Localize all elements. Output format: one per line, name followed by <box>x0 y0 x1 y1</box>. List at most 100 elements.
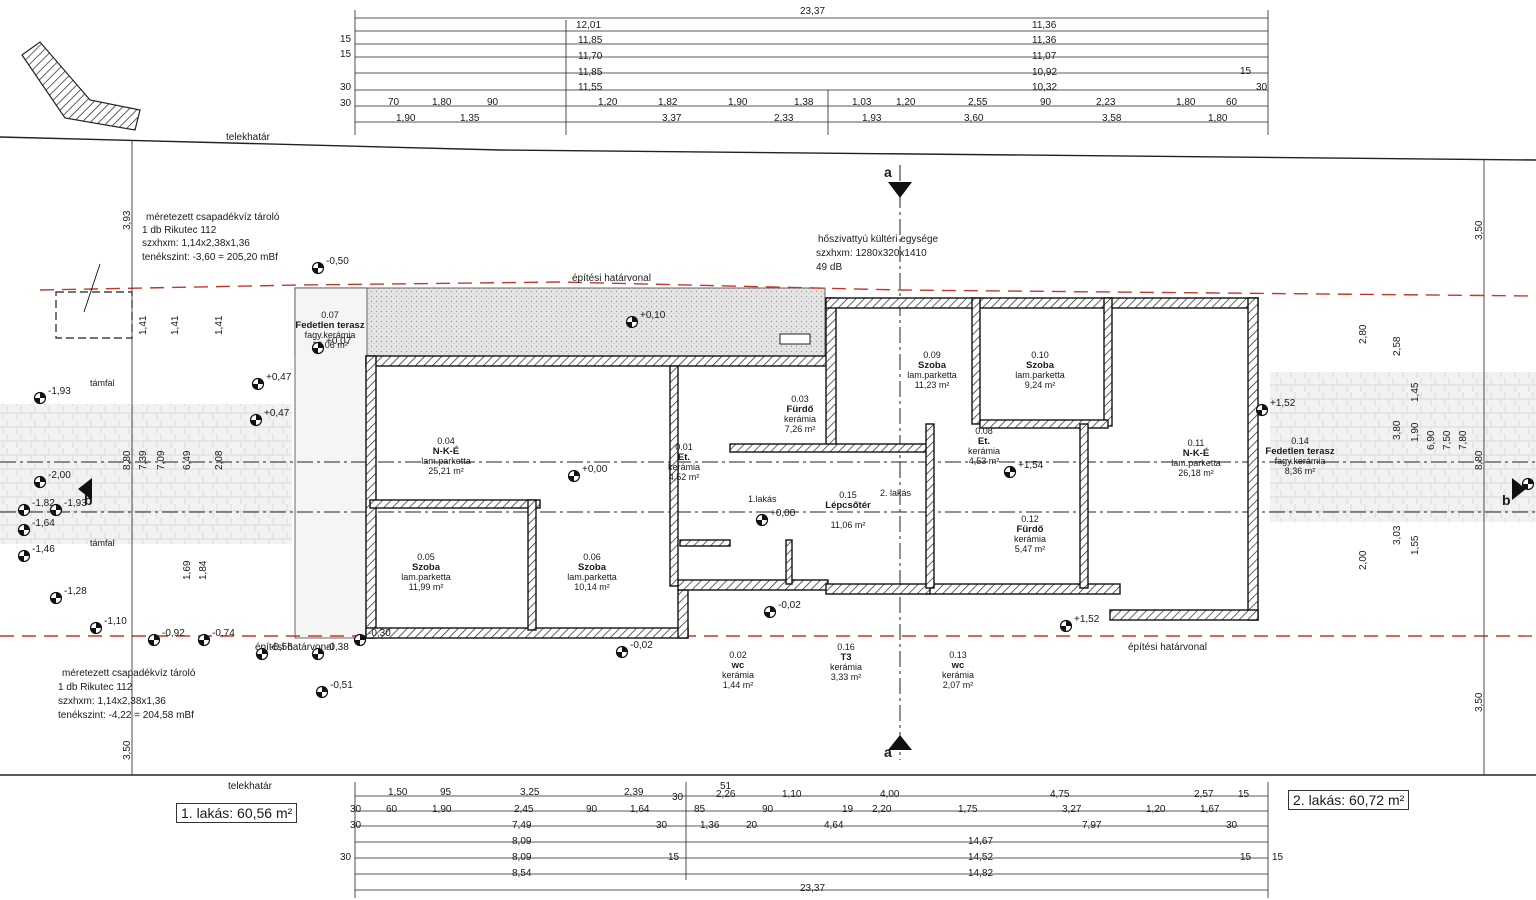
room-name: Lépcsőtér <box>825 500 871 511</box>
level-marker: +0,00 <box>567 464 608 483</box>
level-markers: +0,10+0,07+0,47-1,93-2,00-1,82-1,93-1,64… <box>17 256 1535 699</box>
level-value: -0,50 <box>326 256 349 267</box>
room-id: 0.07 <box>321 310 339 320</box>
room-id: 0.01 <box>675 442 693 452</box>
svg-text:3,50: 3,50 <box>122 740 133 760</box>
svg-text:1,20: 1,20 <box>598 97 618 108</box>
room-name: N-K-É <box>433 446 459 457</box>
unit2-label: 2. lakás <box>880 488 912 498</box>
svg-text:90: 90 <box>487 97 499 108</box>
svg-text:2,58: 2,58 <box>1392 336 1403 356</box>
svg-text:10,32: 10,32 <box>1032 82 1057 93</box>
svg-text:1,80: 1,80 <box>432 97 452 108</box>
building-line <box>0 281 1536 637</box>
svg-text:90: 90 <box>762 804 774 815</box>
room-area: 16,06 m² <box>312 340 348 350</box>
neighbour-structure <box>21 41 141 131</box>
svg-text:11,36: 11,36 <box>1032 20 1057 31</box>
svg-text:2,57: 2,57 <box>1194 789 1214 800</box>
svg-text:60: 60 <box>386 804 398 815</box>
dims-side: 3,50 8,80 7,80 7,50 6,90 3,80 3,03 2,00 … <box>122 140 1485 775</box>
level-value: -0,56 <box>270 642 293 653</box>
svg-text:1,36: 1,36 <box>700 820 720 831</box>
level-marker: +0,00 <box>755 508 796 527</box>
section-b-left: b <box>84 492 93 508</box>
svg-text:3,58: 3,58 <box>1102 113 1122 124</box>
level-value: +1,54 <box>1018 460 1044 471</box>
room-finish: lam.parketta <box>421 456 471 466</box>
room-area: 10,14 m² <box>574 582 610 592</box>
room-area: 8,36 m² <box>1285 466 1316 476</box>
svg-text:23,37: 23,37 <box>800 883 825 894</box>
level-value: -1,93 <box>64 498 87 509</box>
svg-text:4,00: 4,00 <box>880 789 900 800</box>
room-id: 0.03 <box>791 394 809 404</box>
room-name: Szoba <box>578 562 607 573</box>
svg-text:15: 15 <box>668 852 680 863</box>
room-name: wc <box>951 660 965 671</box>
level-value: -0,38 <box>326 642 349 653</box>
svg-text:7,50: 7,50 <box>1442 430 1453 450</box>
level-marker: -1,46 <box>17 544 55 563</box>
svg-text:4,64: 4,64 <box>824 820 844 831</box>
svg-text:8,09: 8,09 <box>512 852 532 863</box>
room-id: 0.10 <box>1031 350 1049 360</box>
level-marker: -0,92 <box>147 628 185 647</box>
svg-text:1,90: 1,90 <box>728 97 748 108</box>
section-lines <box>0 165 1536 760</box>
svg-text:30: 30 <box>350 820 362 831</box>
level-value: -0,30 <box>368 628 391 639</box>
svg-text:3,25: 3,25 <box>520 787 540 798</box>
room-name: Et. <box>678 452 690 463</box>
section-a-top: a <box>884 164 892 180</box>
level-marker: +2,82 <box>1521 477 1535 491</box>
svg-text:1,20: 1,20 <box>1146 804 1166 815</box>
plot-boundary: telekhatár telekhatár <box>0 132 1536 792</box>
room-finish: kerámia <box>942 670 974 680</box>
level-marker: +0,07 <box>311 336 352 355</box>
room-name: Szoba <box>412 562 441 573</box>
terrace-left-strip <box>294 287 368 639</box>
room-area: 11,06 m² <box>831 520 866 530</box>
svg-text:1,90: 1,90 <box>1410 422 1421 442</box>
svg-text:51: 51 <box>720 781 732 792</box>
room-area: 3,33 m² <box>831 672 862 682</box>
svg-text:30: 30 <box>350 804 362 815</box>
svg-text:1,80: 1,80 <box>1208 113 1228 124</box>
tamfal-label-top: támfal <box>90 378 115 388</box>
svg-text:1,67: 1,67 <box>1200 804 1220 815</box>
svg-text:60: 60 <box>1226 97 1238 108</box>
svg-text:1,90: 1,90 <box>432 804 452 815</box>
svg-text:15: 15 <box>1272 852 1284 863</box>
level-marker: +0,10 <box>625 310 666 329</box>
svg-text:7,39: 7,39 <box>138 450 149 470</box>
svg-text:1,10: 1,10 <box>782 789 802 800</box>
level-value: +1,52 <box>1270 398 1296 409</box>
room-name: Fedetlen terasz <box>1265 446 1334 457</box>
svg-text:11,55: 11,55 <box>578 82 603 93</box>
svg-text:10,92: 10,92 <box>1032 67 1057 78</box>
room-id: 0.05 <box>417 552 435 562</box>
rainwater-tank-bottom: méretezett csapadékvíz tároló 1 db Rikut… <box>58 668 196 721</box>
svg-text:30: 30 <box>1256 82 1268 93</box>
svg-text:1 db Rikutec 112: 1 db Rikutec 112 <box>142 225 217 236</box>
svg-text:15: 15 <box>340 49 352 60</box>
svg-text:90: 90 <box>586 804 598 815</box>
svg-text:1,75: 1,75 <box>958 804 978 815</box>
svg-text:15: 15 <box>1240 852 1252 863</box>
level-marker: +1,52 <box>1059 614 1100 633</box>
room-name: Fedetlen terasz <box>295 320 364 331</box>
room-area: 11,23 m² <box>915 380 950 390</box>
svg-text:8,09: 8,09 <box>512 836 532 847</box>
room-id: 0.11 <box>1188 438 1205 448</box>
svg-text:3,80: 3,80 <box>1392 420 1403 440</box>
room-area: 11,99 m² <box>409 582 444 592</box>
room-name: Szoba <box>1026 360 1055 371</box>
svg-text:49 dB: 49 dB <box>816 262 842 273</box>
